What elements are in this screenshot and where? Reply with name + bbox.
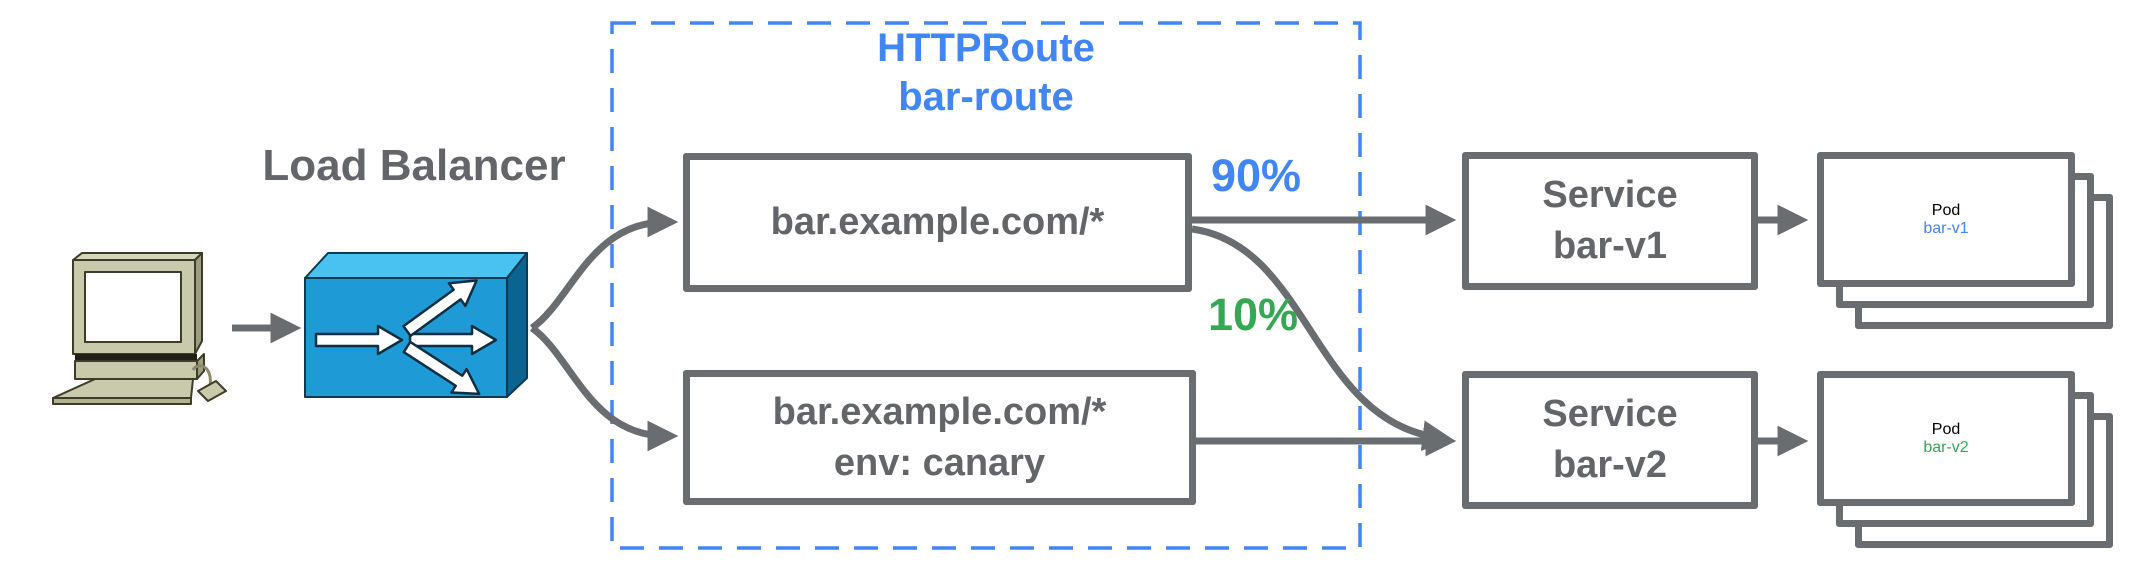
service-v1-box: Service bar-v1 bbox=[1462, 152, 1758, 290]
httproute-name-label: bar-route bbox=[898, 75, 1074, 119]
route-rule-box-2: bar.example.com/* env: canary bbox=[683, 370, 1196, 505]
service-v1-kind-label: Service bbox=[1542, 174, 1678, 216]
service-v2-kind-label: Service bbox=[1542, 393, 1678, 435]
pod-v1-name: bar-v1 bbox=[1923, 219, 1969, 237]
arrow-lb-to-rule2 bbox=[529, 325, 679, 452]
weight-10-label: 10% bbox=[1207, 289, 1299, 340]
pod-v1-kind-label: Pod bbox=[1931, 201, 1961, 219]
load-balancer-node bbox=[300, 246, 532, 402]
httproute-kind-label: HTTPRoute bbox=[877, 26, 1095, 70]
service-v2-name: bar-v2 bbox=[1552, 444, 1668, 486]
pod-v2-kind-label: Pod bbox=[1931, 420, 1961, 438]
load-balancer-fanout-icon bbox=[304, 252, 528, 398]
route-rule-1-match: bar.example.com/* bbox=[770, 201, 1105, 243]
route-rule-box-1: bar.example.com/* bbox=[683, 153, 1192, 292]
pod-v1-box: Pod bar-v1 bbox=[1817, 152, 2075, 287]
pod-v2-box: Pod bar-v2 bbox=[1817, 371, 2075, 506]
httproute-boundary-dashed-box bbox=[610, 21, 1362, 550]
load-balancer-label: Load Balancer bbox=[262, 141, 566, 190]
route-rule-2-match: bar.example.com/* bbox=[772, 390, 1107, 433]
pod-v2-name: bar-v2 bbox=[1923, 438, 1969, 456]
route-rule-2-header-match: env: canary bbox=[833, 441, 1046, 484]
client-node bbox=[50, 250, 230, 405]
desktop-computer-icon bbox=[52, 252, 227, 405]
weight-90-label: 90% bbox=[1210, 150, 1302, 201]
service-v1-name: bar-v1 bbox=[1552, 225, 1668, 267]
curve-rule1-to-service-v2 bbox=[1191, 225, 1454, 451]
arrow-lb-to-rule1 bbox=[529, 206, 679, 331]
httproute-title: HTTPRoute bar-route bbox=[877, 24, 1095, 122]
service-v2-box: Service bar-v2 bbox=[1462, 371, 1758, 509]
connector-arrows bbox=[232, 204, 1809, 457]
